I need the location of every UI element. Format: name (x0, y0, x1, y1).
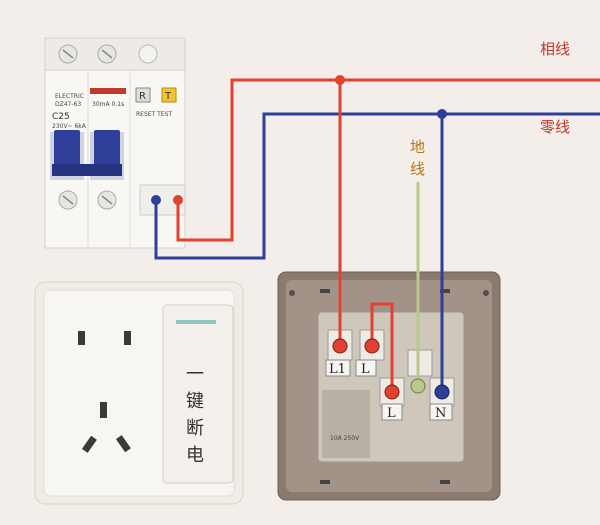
three-pin-hole-left (81, 435, 97, 453)
three-pin-ground-hole (100, 402, 107, 418)
svg-text:RESET TEST: RESET TEST (136, 111, 172, 118)
switch-label-1: 一 (186, 364, 204, 385)
switch-label-2: 键 (186, 391, 204, 412)
neutral-line-label: 零线 (540, 118, 570, 136)
breaker-model: C25 (52, 112, 70, 122)
svg-text:230V~ 6kA: 230V~ 6kA (52, 123, 87, 130)
ground-line-label-1: 地 (410, 138, 425, 156)
circuit-breaker: ELECTRIC DZ47-63 C25 230V~ 6kA 30mA 0.1s… (44, 37, 186, 249)
test-button-label: T (164, 91, 172, 102)
svg-text:DZ47-63: DZ47-63 (55, 101, 81, 108)
phase-junction (335, 75, 345, 85)
neutral-wire (154, 112, 600, 260)
terminal-label-n: N (435, 406, 446, 421)
wall-socket: 一 键 断 电 (34, 281, 244, 505)
neutral-junction (437, 109, 447, 119)
three-pin-hole-right (115, 435, 131, 453)
phase-wire (176, 78, 600, 242)
terminal-l-socket (384, 384, 400, 400)
terminal-label-l-out: L (387, 406, 396, 421)
ground-line-label-2: 线 (410, 160, 425, 178)
two-pin-hole-right (124, 331, 131, 345)
two-pin-hole-left (78, 331, 85, 345)
svg-text:30mA 0.1s: 30mA 0.1s (92, 101, 124, 108)
terminal-l-switch (364, 338, 380, 354)
switch-label-4: 电 (186, 445, 204, 466)
phase-line-label: 相线 (540, 40, 570, 58)
switch-label-3: 断 (186, 418, 204, 439)
reset-button[interactable] (135, 87, 151, 103)
breaker-toggle-left[interactable] (54, 130, 80, 168)
terminal-label-l1: L1 (329, 362, 346, 377)
reset-button-label: R (139, 91, 146, 102)
terminal-l1 (332, 338, 348, 354)
terminal-n (434, 384, 450, 400)
svg-text:ELECTRIC: ELECTRIC (55, 93, 84, 100)
terminal-ground (410, 378, 426, 394)
one-key-switch[interactable] (162, 304, 234, 484)
test-button[interactable] (161, 87, 177, 103)
breaker-toggle-right[interactable] (94, 130, 120, 168)
switch-jumper-wire (370, 302, 394, 392)
terminal-label-l: L (361, 362, 370, 377)
svg-text:10A 250V: 10A 250V (330, 435, 360, 442)
